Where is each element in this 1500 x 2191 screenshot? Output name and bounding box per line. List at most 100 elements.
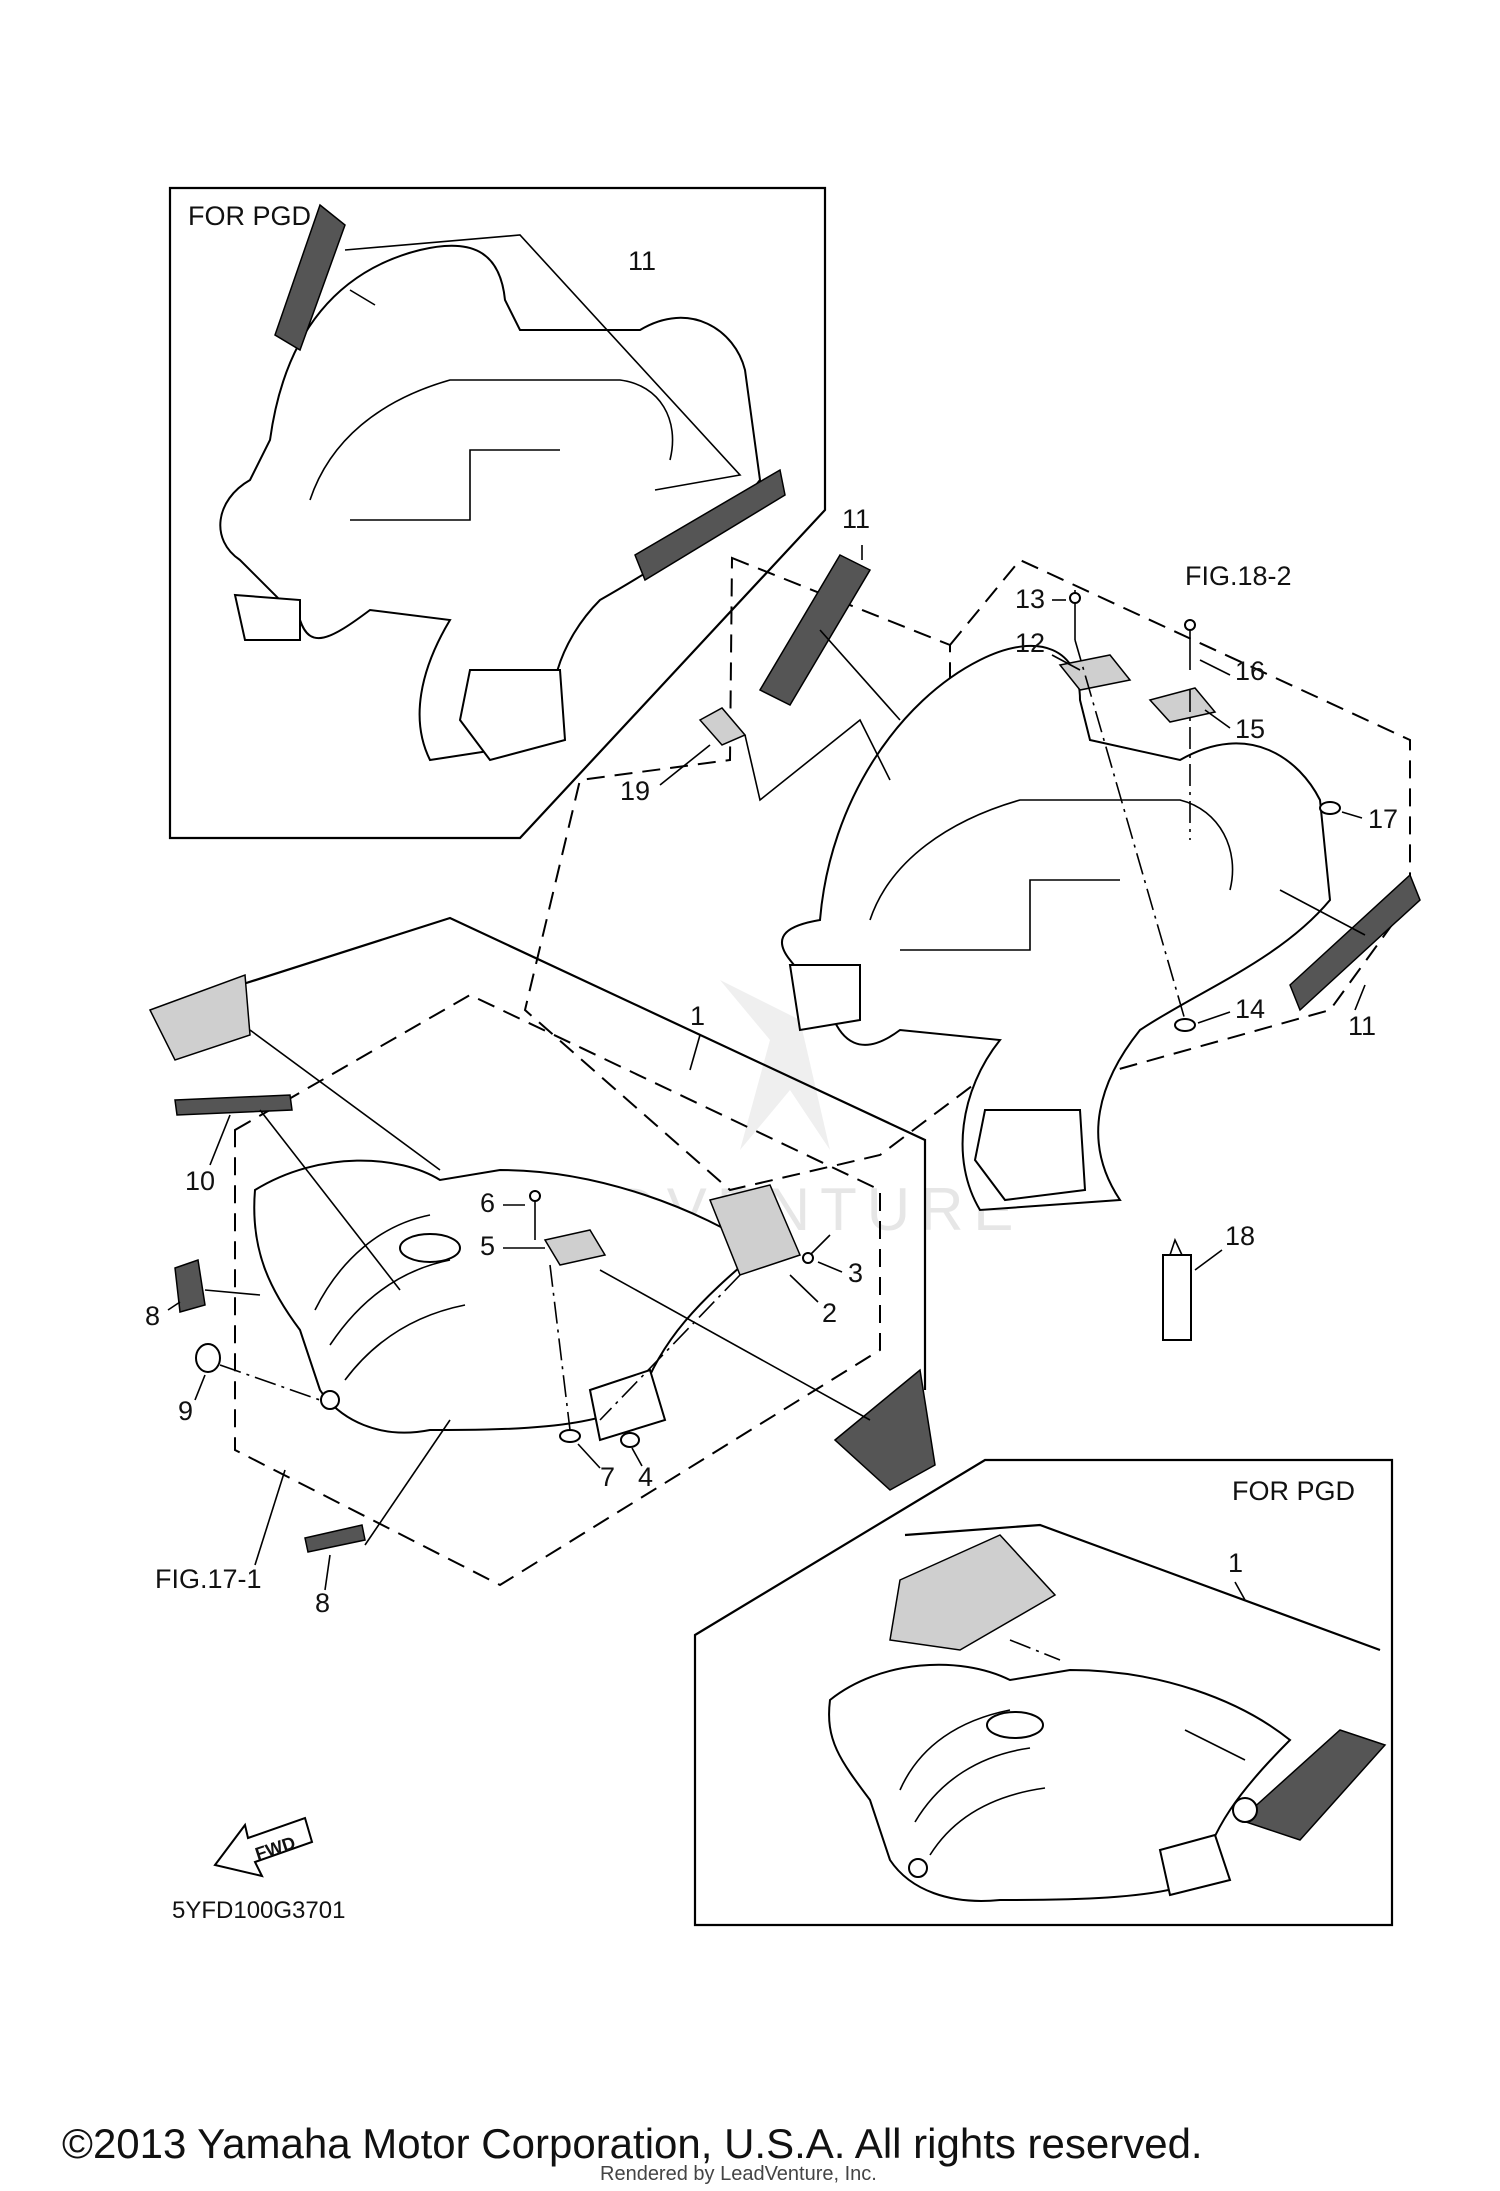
mudflap-rear <box>458 669 567 762</box>
inset-group-line <box>904 1523 1381 1652</box>
inset-grille-2 <box>914 1747 1031 1823</box>
callout-13: 13 <box>1015 584 1045 614</box>
callout-9: 9 <box>178 1396 193 1426</box>
callout-19: 19 <box>620 776 650 806</box>
callout-15: 15 <box>1235 714 1265 744</box>
screw-16-head <box>1184 619 1196 631</box>
callout-2: 2 <box>822 1298 837 1328</box>
callout-3: 3 <box>848 1258 863 1288</box>
chain-5-7 <box>549 1264 571 1431</box>
decal-10 <box>174 1094 293 1116</box>
leader-8-left <box>167 1301 181 1311</box>
plate-5 <box>543 1229 607 1266</box>
inset-yamaha-emblem <box>1232 1797 1258 1823</box>
callout-1: 1 <box>690 1001 705 1031</box>
rear-fender-seat-inner <box>900 879 1120 951</box>
rear-fender-side-flap <box>788 964 861 1032</box>
callout-17: 17 <box>1368 804 1398 834</box>
inset-label-bottom: FOR PGD <box>1232 1476 1355 1506</box>
callout-16: 16 <box>1235 656 1265 686</box>
front-fender-lamp <box>320 1390 340 1410</box>
decal-19 <box>698 707 747 746</box>
leader-14 <box>1197 1011 1231 1024</box>
copyright-line: ©2013 Yamaha Motor Corporation, U.S.A. A… <box>62 2120 1203 2167</box>
leader-8-bottom-fender <box>364 1419 451 1546</box>
inset-top-left: FOR PGD 11 <box>168 186 827 840</box>
leader-11-decal <box>819 629 901 721</box>
leader-16 <box>1199 659 1231 676</box>
callout-5: 5 <box>480 1231 495 1261</box>
leader-11-right <box>1354 984 1366 1011</box>
fwd-arrow-icon <box>213 1816 314 1878</box>
leader-decal-top <box>249 1029 441 1171</box>
decal-top-panel <box>148 973 251 1061</box>
inset-frame-bottom <box>693 1458 1394 1927</box>
chain-9 <box>219 1364 321 1401</box>
grommet-17 <box>1319 801 1341 815</box>
front-fender-light <box>399 1233 461 1263</box>
inset-decal-right <box>1238 1729 1387 1841</box>
leader-decal-front-right <box>599 1269 871 1421</box>
fender-body <box>219 244 762 762</box>
callout-11-right: 11 <box>1348 1011 1376 1041</box>
leader-2 <box>789 1274 819 1303</box>
leader-18 <box>1194 1249 1223 1271</box>
emblem-9 <box>195 1343 221 1373</box>
fig-17-1-label: FIG.17-1 <box>155 1564 262 1594</box>
rear-fender-body <box>780 644 1332 1212</box>
seat-well-inner <box>350 449 560 521</box>
plate-15 <box>1148 687 1217 723</box>
leader-19 <box>659 744 711 786</box>
side-decal-right <box>634 468 786 582</box>
watermark-logo <box>720 980 830 1150</box>
leader-19-fender <box>744 718 891 802</box>
seat-well <box>309 379 674 501</box>
callout-6: 6 <box>480 1188 495 1218</box>
plate-2 <box>708 1184 802 1276</box>
screw-6-head <box>529 1190 541 1202</box>
callout-12: 12 <box>1015 628 1045 658</box>
grommet-14 <box>1174 1018 1196 1032</box>
inset-mudflap <box>1158 1833 1232 1897</box>
diagram-code: 5YFD100G3701 <box>172 1897 345 1924</box>
decal-front-right <box>833 1368 936 1491</box>
leader-inset-1 <box>1234 1581 1246 1601</box>
callout-7: 7 <box>600 1462 615 1492</box>
fwd-arrow-marker: FWD <box>213 1816 314 1878</box>
fig-18-2-label: FIG.18-2 <box>1185 561 1292 591</box>
front-fender-grille-1 <box>314 1214 431 1311</box>
inset-front-light <box>986 1711 1044 1739</box>
leader-4 <box>631 1447 643 1467</box>
callout-14: 14 <box>1235 994 1265 1024</box>
rear-fender-seat-well <box>869 799 1234 921</box>
inset-decal-top <box>889 1534 1057 1651</box>
inset-lamp <box>908 1858 928 1878</box>
tag-18-group: 18 <box>1162 1221 1255 1341</box>
fig-17-1-boundary <box>234 993 881 1587</box>
fig-18-2-boundary-upper <box>949 558 1411 1081</box>
callout-18: 18 <box>1225 1221 1255 1251</box>
front-fender-grille-3 <box>344 1304 466 1381</box>
leader-fig-17-1 <box>254 1469 286 1566</box>
rear-fender <box>780 644 1332 1212</box>
decal-8-bottom <box>304 1524 366 1553</box>
leader-17 <box>1341 811 1363 819</box>
leader-inset-decal <box>349 289 376 306</box>
grommet-7 <box>559 1429 581 1443</box>
callout-8-bottom: 8 <box>315 1588 330 1618</box>
rear-fender-flap <box>973 1109 1087 1202</box>
rear-fender-group: FIG.18-2 11 19 13 12 16 <box>523 504 1421 1212</box>
plate-12 <box>1058 654 1132 691</box>
main-group-outline <box>239 916 927 1390</box>
front-fender-grille-2 <box>329 1259 451 1346</box>
decal-8-left <box>174 1258 206 1313</box>
leader-8-left-fender <box>204 1289 261 1296</box>
leader-10 <box>209 1114 231 1166</box>
leader-8-bottom <box>324 1554 331 1591</box>
leader-15 <box>1204 709 1231 729</box>
inset-leader-decal <box>1184 1729 1246 1761</box>
inset-label: FOR PGD <box>188 201 311 231</box>
callout-inset-1: 1 <box>1228 1548 1243 1578</box>
